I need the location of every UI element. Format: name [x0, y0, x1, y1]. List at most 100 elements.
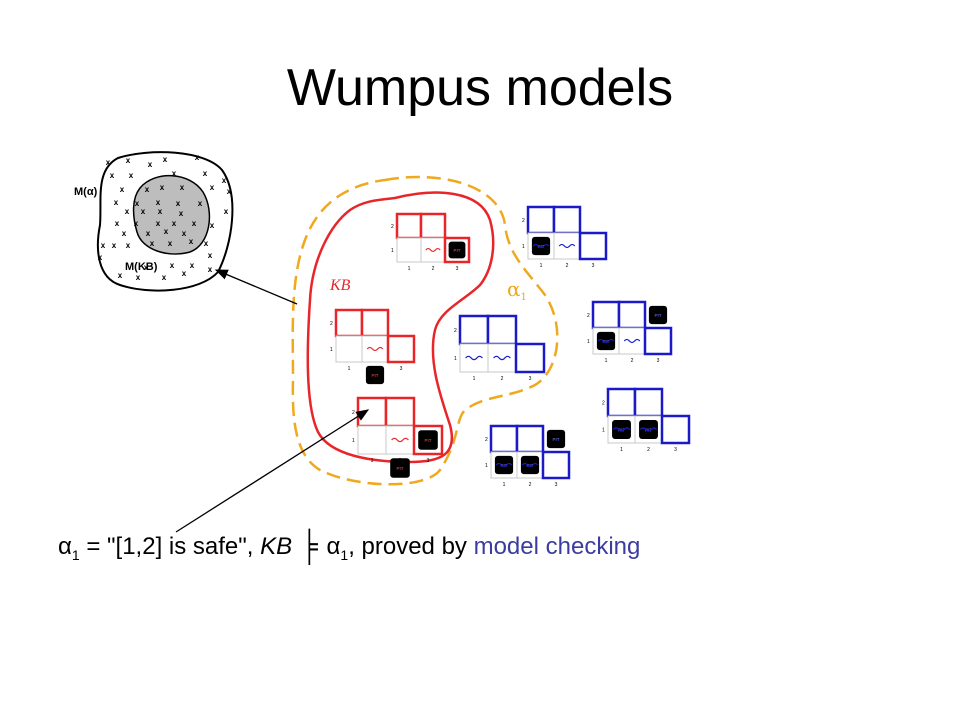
set-element-mark: x — [176, 199, 181, 208]
breeze-icon — [532, 243, 550, 249]
set-element-mark: x — [192, 219, 197, 228]
grid-square — [514, 342, 546, 374]
set-element-mark: x — [129, 171, 134, 180]
col-label: 3 — [592, 263, 595, 269]
grid-square — [356, 396, 388, 428]
set-element-mark: x — [208, 251, 213, 260]
set-element-mark: x — [164, 227, 169, 236]
grid-square — [458, 314, 490, 346]
set-element-mark: x — [114, 198, 119, 207]
set-element-mark: x — [195, 153, 200, 162]
grid-square — [335, 335, 363, 363]
arrow-kb-to-set — [214, 269, 298, 305]
pit-label: PIT — [500, 463, 507, 468]
alpha-region-boundary — [291, 175, 559, 486]
grid-square — [395, 212, 423, 240]
set-element-mark: x — [172, 169, 177, 178]
pit-icon — [390, 458, 410, 478]
set-element-mark: x — [134, 219, 139, 228]
set-element-mark: x — [182, 229, 187, 238]
set-element-mark: x — [162, 273, 167, 282]
set-element-mark: x — [210, 183, 215, 192]
pit-label: PIT — [618, 428, 625, 433]
breeze-icon — [612, 427, 631, 432]
pit-label: PIT — [602, 339, 609, 344]
set-element-mark: x — [141, 207, 146, 216]
breeze-icon — [623, 338, 641, 344]
inner-set — [132, 175, 211, 255]
grid-square — [360, 308, 390, 338]
set-element-mark: x — [182, 269, 187, 278]
set-element-mark: x — [98, 253, 103, 262]
set-element-mark: x — [122, 229, 127, 238]
col-label: 3 — [674, 447, 677, 453]
grid-square — [420, 237, 446, 263]
grid-square — [515, 424, 545, 454]
row-label: 2 — [522, 218, 525, 224]
breeze-icon — [465, 355, 483, 361]
col-label: 3 — [529, 376, 532, 382]
grid-square — [526, 205, 556, 235]
pit-icon — [494, 455, 514, 475]
pit-label: PIT — [396, 466, 403, 471]
set-element-mark: x — [126, 156, 131, 165]
set-element-mark: x — [168, 239, 173, 248]
col-label: 3 — [456, 266, 459, 272]
grid-square — [487, 343, 517, 373]
set-element-mark: x — [112, 241, 117, 250]
set-element-mark: x — [101, 241, 106, 250]
arrow-caption-to-square — [175, 409, 370, 533]
col-label: 1 — [503, 482, 506, 488]
breeze-icon — [558, 243, 576, 249]
set-element-mark: x — [120, 185, 125, 194]
row-label: 2 — [485, 437, 488, 443]
row-label: 1 — [391, 248, 394, 254]
set-element-mark: x — [125, 207, 130, 216]
pit-icon — [612, 420, 631, 439]
set-element-mark: x — [150, 239, 155, 248]
row-label: 2 — [602, 401, 605, 407]
row-label: 1 — [522, 244, 525, 250]
pit-icon — [531, 236, 551, 256]
set-element-mark: x — [106, 158, 111, 167]
breeze-icon — [495, 462, 513, 468]
set-element-mark: x — [210, 221, 215, 230]
set-element-mark: x — [146, 229, 151, 238]
set-element-mark: x — [179, 209, 184, 218]
set-element-mark: x — [224, 207, 229, 216]
row-label: 2 — [587, 313, 590, 319]
breeze-icon — [639, 427, 658, 432]
set-element-mark: x — [118, 271, 123, 280]
col-label: 1 — [620, 447, 623, 453]
grid-square — [606, 387, 637, 418]
set-element-mark: x — [227, 187, 232, 196]
pit-icon — [639, 420, 658, 439]
col-label: 2 — [374, 366, 377, 372]
pit-label: PIT — [654, 313, 661, 318]
col-label: 2 — [566, 263, 569, 269]
grid-square — [541, 450, 571, 480]
pit-icon — [546, 429, 566, 449]
grid-square — [419, 212, 447, 240]
col-label: 1 — [540, 263, 543, 269]
row-label: 2 — [391, 224, 394, 230]
grid-square — [578, 231, 608, 261]
pit-label: PIT — [526, 463, 533, 468]
breeze-icon — [493, 355, 511, 361]
col-label: 1 — [408, 266, 411, 272]
set-element-mark: x — [204, 239, 209, 248]
set-element-mark: x — [148, 160, 153, 169]
set-element-mark: x — [156, 198, 161, 207]
grid-square — [618, 327, 646, 355]
caption: α1 = "[1,2] is safe", KB ╞ α1, proved by… — [58, 529, 641, 564]
pit-icon — [520, 455, 540, 475]
set-element-mark: x — [136, 273, 141, 282]
